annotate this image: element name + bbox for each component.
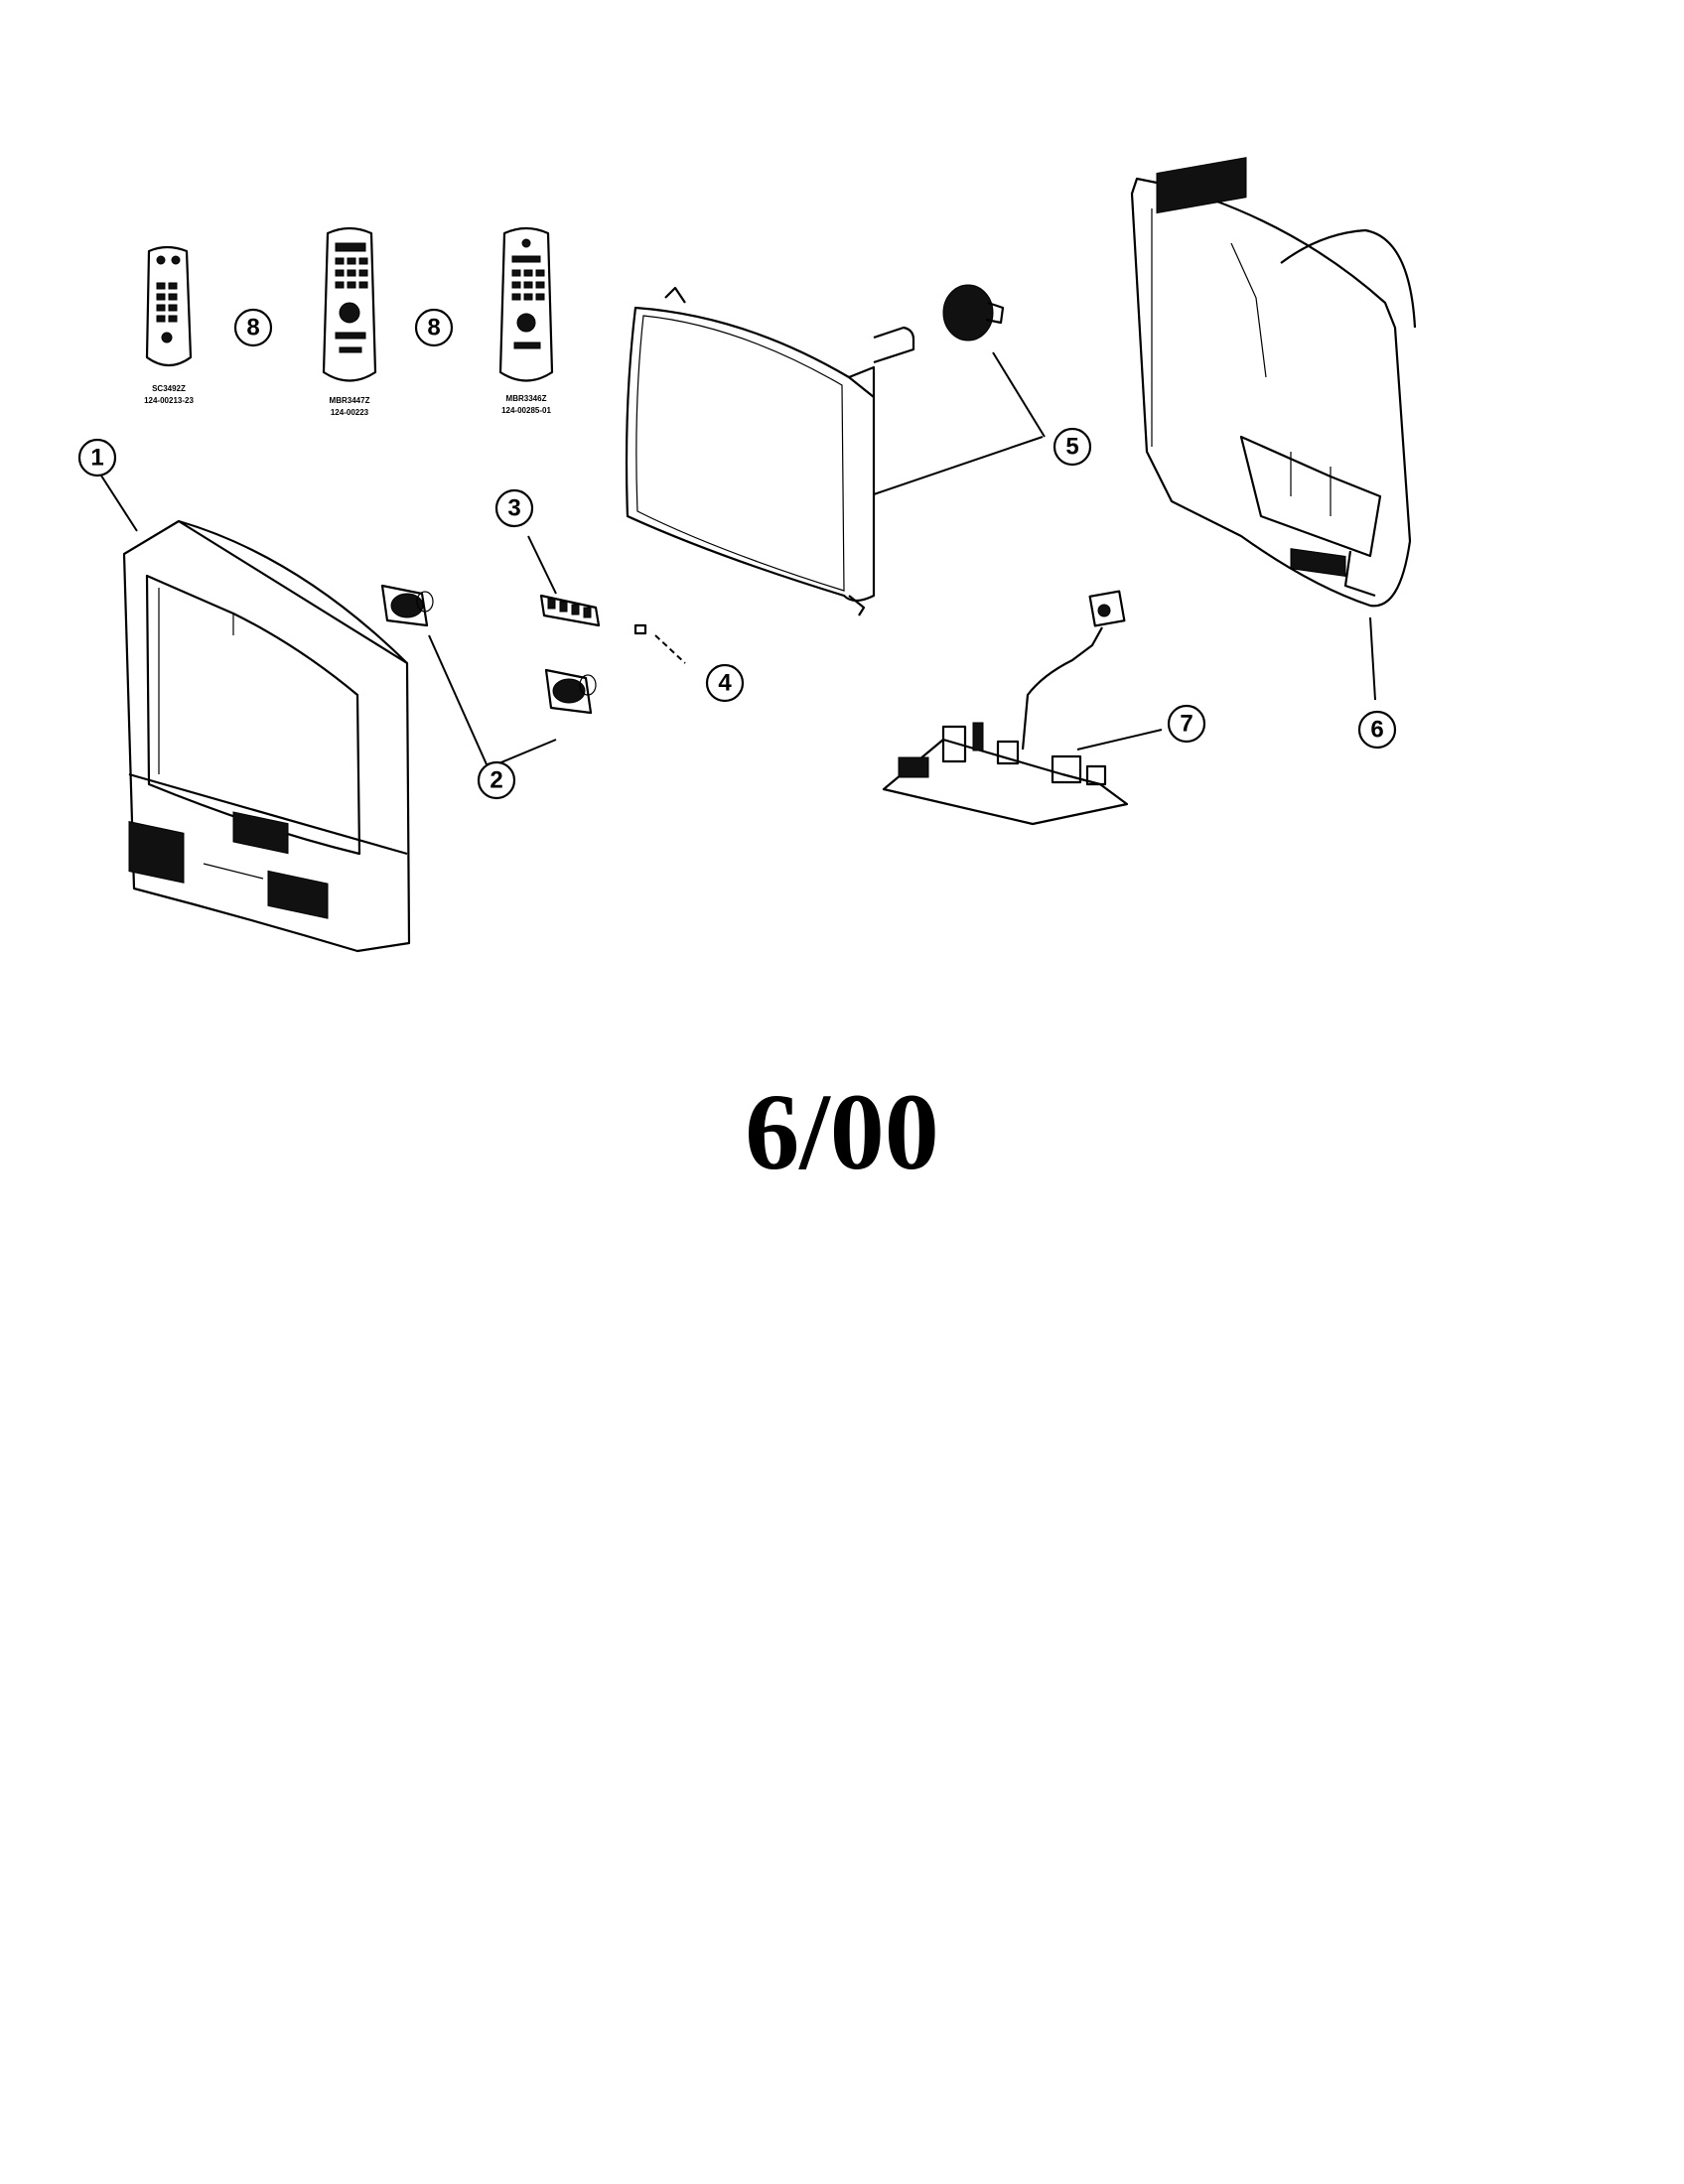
remote-1-part-number: 124-00213-23 — [144, 396, 194, 405]
front-cabinet — [122, 519, 411, 953]
svg-text:4: 4 — [718, 670, 732, 697]
svg-text:5: 5 — [1065, 434, 1078, 461]
callout-6: 6 — [1357, 710, 1397, 750]
diagram-date-label: 6/00 — [745, 1071, 939, 1192]
back-cabinet — [1130, 157, 1417, 608]
remote-control-3: MBR3346Z 124-00285-01 — [498, 226, 554, 415]
power-button-clip — [633, 623, 647, 635]
remote-control-2: MBR3447Z 124-00223 — [322, 226, 377, 417]
callout-2: 2 — [477, 760, 516, 800]
svg-text:3: 3 — [507, 495, 520, 522]
remote-2-model: MBR3447Z — [330, 396, 370, 405]
svg-text:8: 8 — [427, 315, 440, 341]
svg-text:2: 2 — [490, 767, 502, 794]
speaker-upper — [380, 584, 434, 627]
svg-text:6: 6 — [1370, 717, 1383, 744]
remote-2-part-number: 124-00223 — [331, 408, 369, 417]
leader-lines — [98, 351, 1376, 765]
callout-8-right: 8 — [414, 308, 454, 347]
main-circuit-board — [882, 590, 1129, 826]
callout-1: 1 — [77, 438, 117, 478]
remote-1-model: SC3492Z — [152, 384, 186, 393]
svg-text:8: 8 — [246, 315, 259, 341]
control-button-bar — [539, 594, 601, 627]
svg-text:7: 7 — [1180, 711, 1193, 738]
callout-7: 7 — [1167, 704, 1206, 744]
callout-8-left: 8 — [233, 308, 273, 347]
remote-3-model: MBR3346Z — [506, 394, 547, 403]
deflection-yoke — [942, 284, 1005, 341]
callout-4: 4 — [705, 663, 745, 703]
picture-tube — [625, 286, 915, 616]
svg-text:1: 1 — [90, 445, 103, 472]
exploded-parts-diagram: SC3492Z 124-00213-23 MBR3447Z 124-00223 — [77, 157, 1417, 953]
speaker-lower — [544, 668, 597, 715]
callout-3: 3 — [494, 488, 534, 528]
remote-3-part-number: 124-00285-01 — [501, 406, 551, 415]
callout-5: 5 — [1052, 427, 1092, 467]
remote-control-1: SC3492Z 124-00213-23 — [144, 245, 194, 405]
